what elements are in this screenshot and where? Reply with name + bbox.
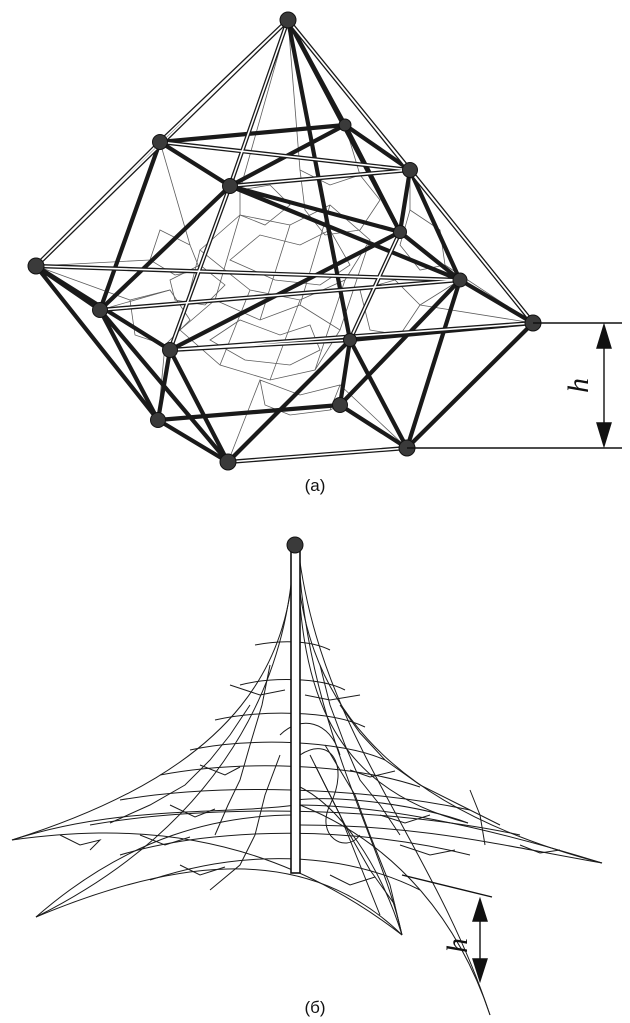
dimension-label-h: h [441, 938, 474, 953]
figure-panel-a: h (a) [0, 0, 630, 505]
joint-sphere [219, 453, 237, 471]
joint-sphere [279, 11, 297, 29]
height-dimension [407, 322, 622, 449]
joint-sphere [162, 342, 178, 358]
joint-sphere [393, 225, 407, 239]
caption-b: (б) [304, 998, 326, 1017]
joint-sphere [92, 302, 108, 318]
dimension-label-h: h [562, 378, 595, 393]
joint-sphere [338, 118, 352, 132]
joint-sphere [150, 412, 166, 428]
joint-sphere [152, 134, 168, 150]
figure-panel-b: h (б) [0, 505, 630, 1023]
caption-a: (a) [304, 476, 326, 495]
joint-sphere [222, 178, 238, 194]
arrow-down [596, 422, 612, 449]
extension-line-top [401, 874, 493, 898]
pole-net-drawing: h [11, 536, 603, 1016]
joint-sphere [452, 272, 468, 288]
arrow-up [472, 896, 488, 922]
pole-top-sphere [286, 536, 304, 554]
joint-sphere [343, 333, 357, 347]
frame-structure-drawing: h [27, 11, 622, 471]
central-pole [290, 550, 301, 874]
height-dimension-b [401, 874, 493, 984]
joint-sphere [332, 397, 348, 413]
joint-sphere [27, 257, 45, 275]
frame-tubes-inner [35, 19, 534, 463]
pole-outline [290, 550, 301, 874]
arrow-up [596, 322, 612, 349]
joint-spheres [27, 11, 542, 471]
arrow-down [472, 958, 488, 984]
joint-sphere [402, 162, 418, 178]
net-mesh [11, 546, 603, 1016]
